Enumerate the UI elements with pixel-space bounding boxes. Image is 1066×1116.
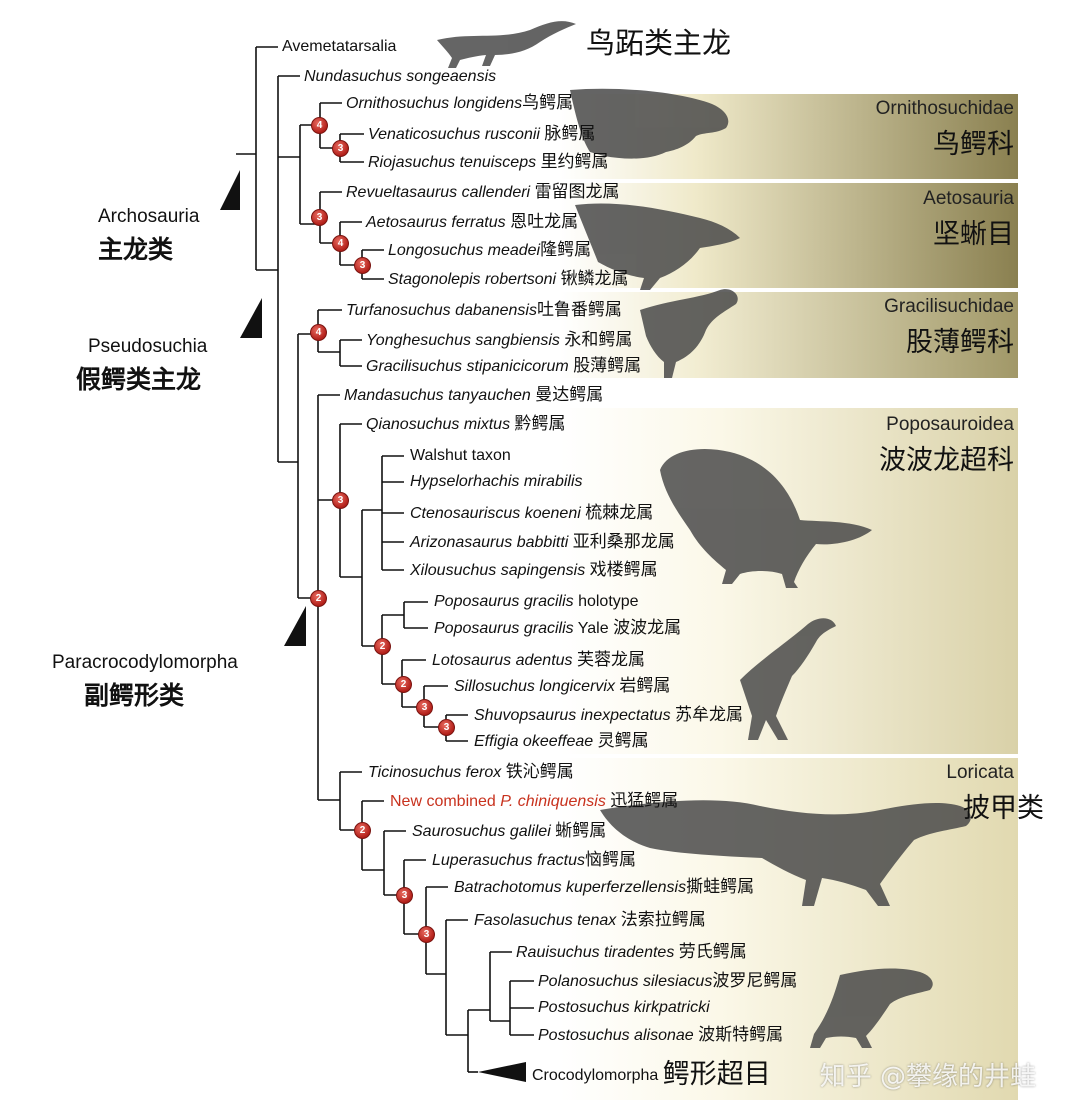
watermark: 知乎 @攀缘的井蛙 bbox=[819, 1062, 1036, 1092]
node-badge: 2 bbox=[310, 590, 327, 607]
taxon-label: Rauisuchus tiradentes 劳氏鳄属 bbox=[516, 942, 747, 962]
taxon-label: Riojasuchus tenuisceps 里约鳄属 bbox=[368, 152, 609, 172]
pseudosuchia-arrow bbox=[240, 298, 262, 338]
poposauroid-sail-silhouette bbox=[660, 449, 872, 588]
taxon-label: Ctenosauriscus koeneni 梳棘龙属 bbox=[410, 503, 654, 523]
taxon-label: Postosuchus alisonae 波斯特鳄属 bbox=[538, 1025, 784, 1045]
taxon-label: Crocodylomorpha 鳄形超目 bbox=[532, 1059, 771, 1090]
taxon-label: Polanosuchus silesiacus波罗尼鳄属 bbox=[538, 971, 798, 991]
node-badge: 4 bbox=[311, 117, 328, 134]
archosauria-arrow bbox=[220, 170, 240, 210]
taxon-label: Stagonolepis robertsoni 锹鳞龙属 bbox=[388, 269, 629, 289]
taxon-label: Longosuchus meadei隆鳄属 bbox=[388, 240, 592, 260]
node-badge: 3 bbox=[332, 492, 349, 509]
taxon-label: Fasolasuchus tenax 法索拉鳄属 bbox=[474, 910, 706, 930]
node-badge: 3 bbox=[332, 140, 349, 157]
paracrocodylomorpha-arrow bbox=[284, 606, 306, 646]
taxon-label: Revueltasaurus callenderi 雷留图龙属 bbox=[346, 182, 620, 202]
gracilisuchidae-band bbox=[560, 292, 1018, 378]
taxon-label: Qianosuchus mixtus 黔鳄属 bbox=[366, 414, 566, 434]
avemetatarsalia-zh: 鸟跖类主龙 bbox=[586, 26, 732, 60]
taxon-label: Postosuchus kirkpatricki bbox=[538, 999, 710, 1016]
taxon-label: Poposaurus gracilis Yale 波波龙属 bbox=[434, 618, 682, 638]
ornithosuchid-silhouette bbox=[570, 88, 729, 159]
node-badge: 3 bbox=[438, 719, 455, 736]
avemetatarsalia-name: Avemetatarsalia bbox=[282, 38, 397, 55]
taxon-label: Mandasuchus tanyauchen 曼达鳄属 bbox=[344, 385, 604, 405]
taxon-label: Walshut taxon bbox=[410, 447, 511, 464]
taxon-label: Shuvopsaurus inexpectatus 苏牟龙属 bbox=[474, 705, 744, 725]
taxon-label: Sillosuchus longicervix 岩鳄属 bbox=[454, 676, 671, 696]
taxon-label: Aetosaurus ferratus 恩吐龙属 bbox=[366, 212, 579, 232]
node-badge: 3 bbox=[311, 209, 328, 226]
node-badge: 3 bbox=[416, 699, 433, 716]
poposaurus-silhouette bbox=[740, 618, 836, 740]
taxon-label: Effigia okeeffeae 灵鳄属 bbox=[474, 731, 649, 751]
avemetatarsalia-silhouette bbox=[437, 21, 576, 68]
crocodylomorpha-wedge bbox=[478, 1062, 526, 1082]
gracilisuchid-silhouette bbox=[640, 289, 738, 378]
node-badge: 4 bbox=[310, 324, 327, 341]
node-badge: 3 bbox=[418, 926, 435, 943]
taxon-label: Nundasuchus songeaensis bbox=[304, 68, 497, 85]
taxon-label: Turfanosuchus dabanensis吐鲁番鳄属 bbox=[346, 300, 622, 320]
taxon-label: Venaticosuchus rusconii 脉鳄属 bbox=[368, 124, 596, 144]
taxon-label-highlight: New combined P. chiniquensis 迅猛鳄属 bbox=[390, 791, 679, 811]
node-badge: 3 bbox=[396, 887, 413, 904]
taxon-label: Ticinosuchus ferox 铁沁鳄属 bbox=[368, 762, 574, 782]
taxon-label: Poposaurus gracilis holotype bbox=[434, 593, 639, 610]
taxon-label: Lotosaurus adentus 芙蓉龙属 bbox=[432, 650, 645, 670]
postosuchus-silhouette bbox=[810, 968, 933, 1048]
taxon-label: Yonghesuchus sangbiensis 永和鳄属 bbox=[366, 330, 633, 350]
node-badge: 2 bbox=[354, 822, 371, 839]
loricata-silhouette bbox=[600, 800, 971, 906]
aetosaur-silhouette bbox=[575, 203, 740, 290]
taxon-label: Xilousuchus sapingensis 戏楼鳄属 bbox=[410, 560, 658, 580]
taxon-label: Luperasuchus fractus恼鳄属 bbox=[432, 850, 636, 870]
taxon-label: Ornithosuchus longidens鸟鳄属 bbox=[346, 93, 574, 113]
taxon-label: Batrachotomus kuperferzellensis撕蛙鳄属 bbox=[454, 877, 755, 897]
taxon-label: Hypselorhachis mirabilis bbox=[410, 473, 583, 490]
node-badge: 4 bbox=[332, 235, 349, 252]
taxon-label: Saurosuchus galilei 蜥鳄属 bbox=[412, 821, 607, 841]
node-badge: 2 bbox=[374, 638, 391, 655]
node-badge: 2 bbox=[395, 676, 412, 693]
taxon-label: Arizonasaurus babbitti 亚利桑那龙属 bbox=[410, 532, 675, 552]
taxon-label: Gracilisuchus stipanicicorum 股薄鳄属 bbox=[366, 356, 642, 376]
node-badge: 3 bbox=[354, 257, 371, 274]
avemetatarsalia-label: Avemetatarsalia bbox=[282, 37, 396, 57]
